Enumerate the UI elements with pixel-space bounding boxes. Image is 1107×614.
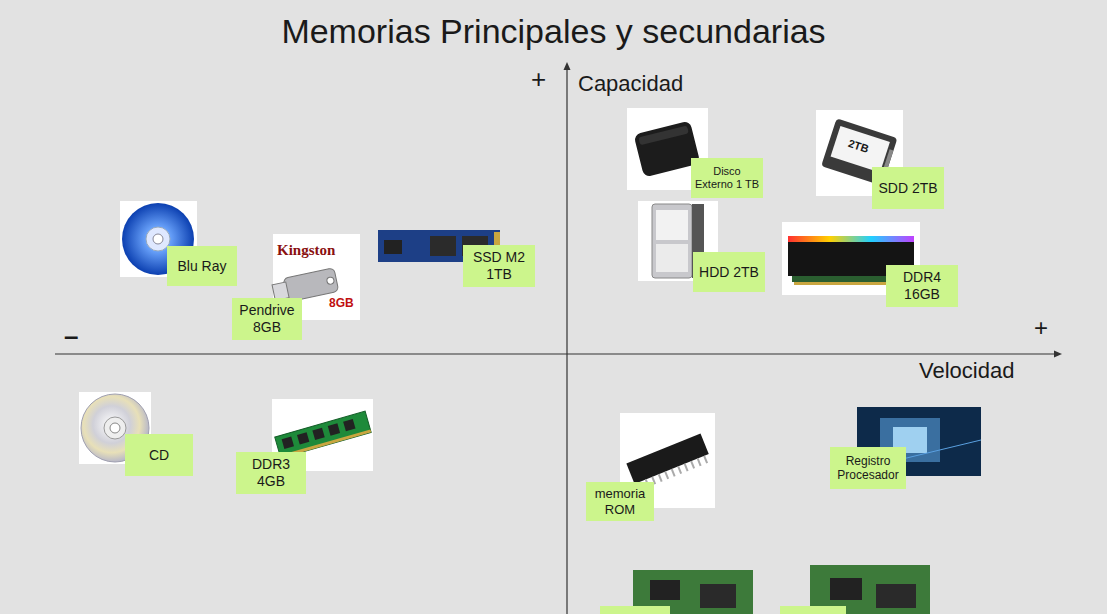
note-text: CD: [149, 447, 169, 464]
sticky-note: Pendrive 8GB: [232, 298, 302, 340]
note-text: DDR4 16GB: [890, 269, 954, 303]
sticky-note: memoria ROM: [586, 482, 654, 521]
sticky-note: SDD 2TB: [872, 167, 944, 209]
circuit-board-image: [633, 565, 930, 614]
sticky-note: Disco Externo 1 TB: [691, 158, 763, 198]
axis-arrow: [1054, 351, 1062, 358]
sticky-note: [600, 606, 670, 614]
axis-sign: –: [64, 323, 78, 349]
axis-sign: +: [1034, 316, 1048, 340]
sticky-note: Blu Ray: [167, 246, 237, 286]
sticky-note: DDR3 4GB: [236, 452, 306, 494]
sticky-note: [780, 606, 846, 614]
note-text: Blu Ray: [177, 258, 226, 275]
sticky-note: DDR4 16GB: [886, 265, 958, 307]
axis-title: Velocidad: [919, 360, 1014, 382]
note-text: Disco Externo 1 TB: [695, 165, 759, 191]
brand-text: Kingston: [277, 243, 335, 258]
note-text: SSD M2 1TB: [467, 249, 531, 283]
note-text: memoria ROM: [590, 486, 650, 517]
sticky-note: CD: [125, 434, 193, 476]
axis-arrow: [564, 62, 571, 70]
sticky-note: Registro Procesador: [830, 447, 906, 489]
note-text: HDD 2TB: [699, 264, 759, 281]
axis-sign: +: [531, 66, 546, 92]
slide-title: Memorias Principales y secundarias: [0, 12, 1107, 51]
note-text: SDD 2TB: [878, 180, 937, 197]
note-text: Registro Procesador: [834, 454, 902, 483]
note-text: Pendrive 8GB: [236, 302, 298, 336]
note-text: DDR3 4GB: [240, 456, 302, 490]
sticky-note: SSD M2 1TB: [463, 245, 535, 287]
capacity-text: 8GB: [329, 297, 354, 309]
axes: [55, 68, 1056, 614]
axis-title: Capacidad: [578, 73, 683, 95]
sticky-note: HDD 2TB: [693, 252, 765, 292]
